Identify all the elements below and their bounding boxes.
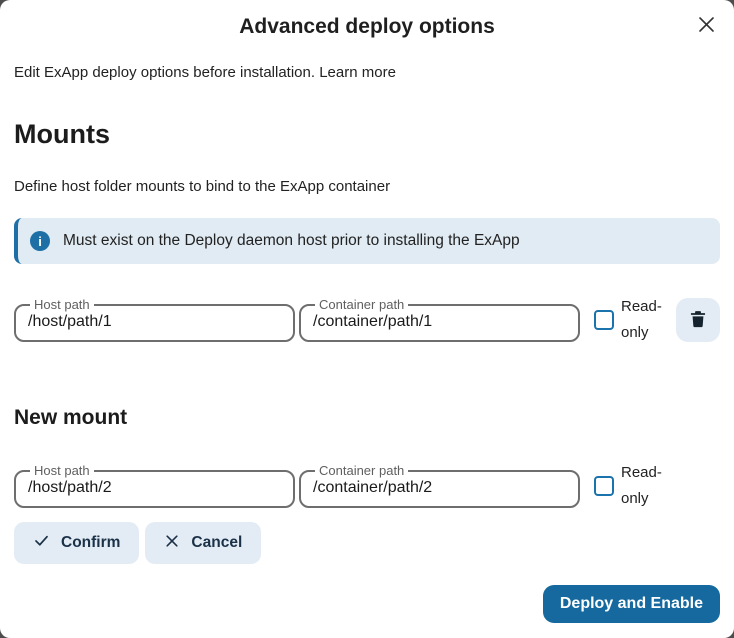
deploy-and-enable-button[interactable]: Deploy and Enable	[542, 585, 720, 623]
cancel-button[interactable]: Cancel	[145, 522, 262, 564]
x-icon	[164, 533, 180, 554]
readonly-checkbox-1[interactable]	[594, 310, 614, 331]
dialog-title: Advanced deploy options	[239, 15, 495, 38]
readonly-label-1: Read-only	[621, 298, 662, 342]
intro-text: Edit ExApp deploy options before install…	[14, 63, 720, 83]
confirm-button[interactable]: Confirm	[14, 522, 140, 564]
mounts-heading: Mounts	[14, 119, 110, 149]
container-path-label-2: Container path	[319, 462, 405, 478]
learn-more-link[interactable]: Learn more	[319, 64, 396, 81]
host-path-label-1: Host path	[34, 297, 90, 313]
readonly-label-2: Read-only	[621, 463, 662, 507]
close-button[interactable]	[690, 10, 722, 42]
container-path-label-1: Container path	[319, 297, 405, 313]
readonly-group-2: Read-only	[594, 460, 669, 513]
new-mount-heading: New mount	[14, 405, 128, 429]
checkmark-icon	[33, 532, 50, 554]
container-path-field-1: Container path	[299, 297, 580, 343]
readonly-group-1: Read-only	[594, 294, 669, 347]
host-path-input-1[interactable]	[28, 312, 281, 332]
mount-row-new: Host path Container path Read-only	[14, 460, 720, 513]
new-mount-actions: Confirm Cancel	[14, 522, 720, 564]
container-path-input-1[interactable]	[313, 312, 566, 332]
dialog-header: Advanced deploy options	[14, 0, 720, 40]
host-path-label-2: Host path	[34, 462, 90, 478]
info-banner-text: Must exist on the Deploy daemon host pri…	[63, 232, 520, 249]
close-icon	[698, 16, 715, 36]
info-banner: i Must exist on the Deploy daemon host p…	[14, 218, 720, 264]
cancel-button-label: Cancel	[191, 534, 243, 551]
confirm-button-label: Confirm	[61, 534, 121, 551]
readonly-checkbox-2[interactable]	[594, 475, 614, 496]
info-icon: i	[30, 231, 50, 251]
container-path-input-2[interactable]	[313, 477, 566, 497]
intro-sentence: Edit ExApp deploy options before install…	[14, 64, 316, 81]
mounts-description: Define host folder mounts to bind to the…	[14, 178, 391, 195]
host-path-field-1: Host path	[14, 297, 295, 343]
mount-row-existing: Host path Container path Read-only	[14, 294, 720, 347]
trash-icon	[688, 309, 708, 332]
container-path-field-2: Container path	[299, 462, 580, 508]
host-path-field-2: Host path	[14, 462, 295, 508]
host-path-input-2[interactable]	[28, 477, 281, 497]
delete-mount-button[interactable]	[676, 298, 720, 343]
